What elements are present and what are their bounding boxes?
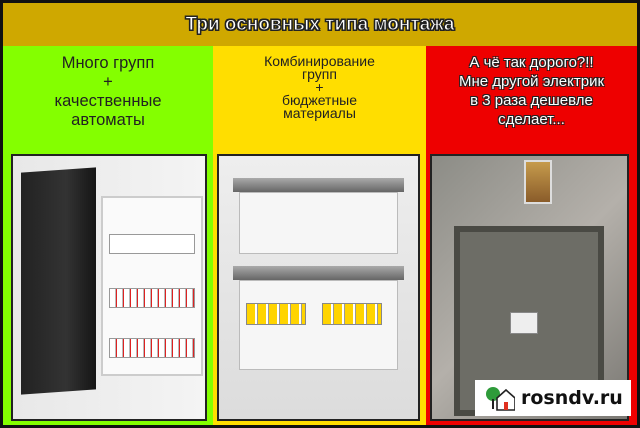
header-banner: Три основных типа монтажа (0, 0, 640, 46)
page-title: Три основных типа монтажа (185, 13, 455, 35)
caption-line: автоматы (71, 111, 145, 129)
din-rail (109, 234, 195, 254)
meter-box (239, 192, 398, 254)
caption-line: сделает... (498, 111, 565, 128)
caption-line: бюджетные (281, 92, 358, 108)
watermark: rosndv.ru (475, 380, 631, 416)
photo-quality-panel (11, 154, 207, 421)
house-tree-icon (486, 387, 515, 411)
caption-line: А чё так дорого?!! (469, 54, 594, 71)
column-cheap: А чё так дорого?!! Мне другой электрик в… (426, 46, 640, 428)
caption-line: Много групп (61, 54, 155, 72)
caption-line: качественные (54, 92, 162, 110)
column-quality: Много групп + качественные автоматы (0, 46, 213, 428)
caption-line: в 3 раза дешевле (470, 92, 593, 109)
breakers (510, 312, 538, 334)
panel-door (21, 167, 96, 395)
caption-line: + (103, 73, 113, 91)
column-caption: Много групп + качественные автоматы (3, 54, 213, 130)
caption-line: Комбинирование (264, 53, 375, 69)
watermark-text: rosndv.ru (521, 387, 623, 409)
din-rail (109, 288, 195, 308)
caption-line: + (315, 79, 324, 95)
caption-line: Мне другой электрик (458, 73, 605, 90)
din-rail (109, 338, 195, 358)
column-caption: Комбинирование групп + бюджетные материа… (213, 53, 426, 121)
panel-enclosure (101, 196, 203, 376)
box-lid (233, 178, 404, 192)
photo-combined-panel (217, 154, 420, 421)
breaker-box (239, 280, 398, 370)
caption-line: групп (302, 66, 337, 82)
breakers (246, 303, 306, 325)
breakers (322, 303, 382, 325)
caption-line: материалы (283, 105, 356, 121)
box-lid (233, 266, 404, 280)
wall-icon-image (524, 160, 552, 204)
column-combined: Комбинирование групп + бюджетные материа… (213, 46, 426, 428)
column-caption: А чё так дорого?!! Мне другой электрик в… (426, 53, 637, 129)
